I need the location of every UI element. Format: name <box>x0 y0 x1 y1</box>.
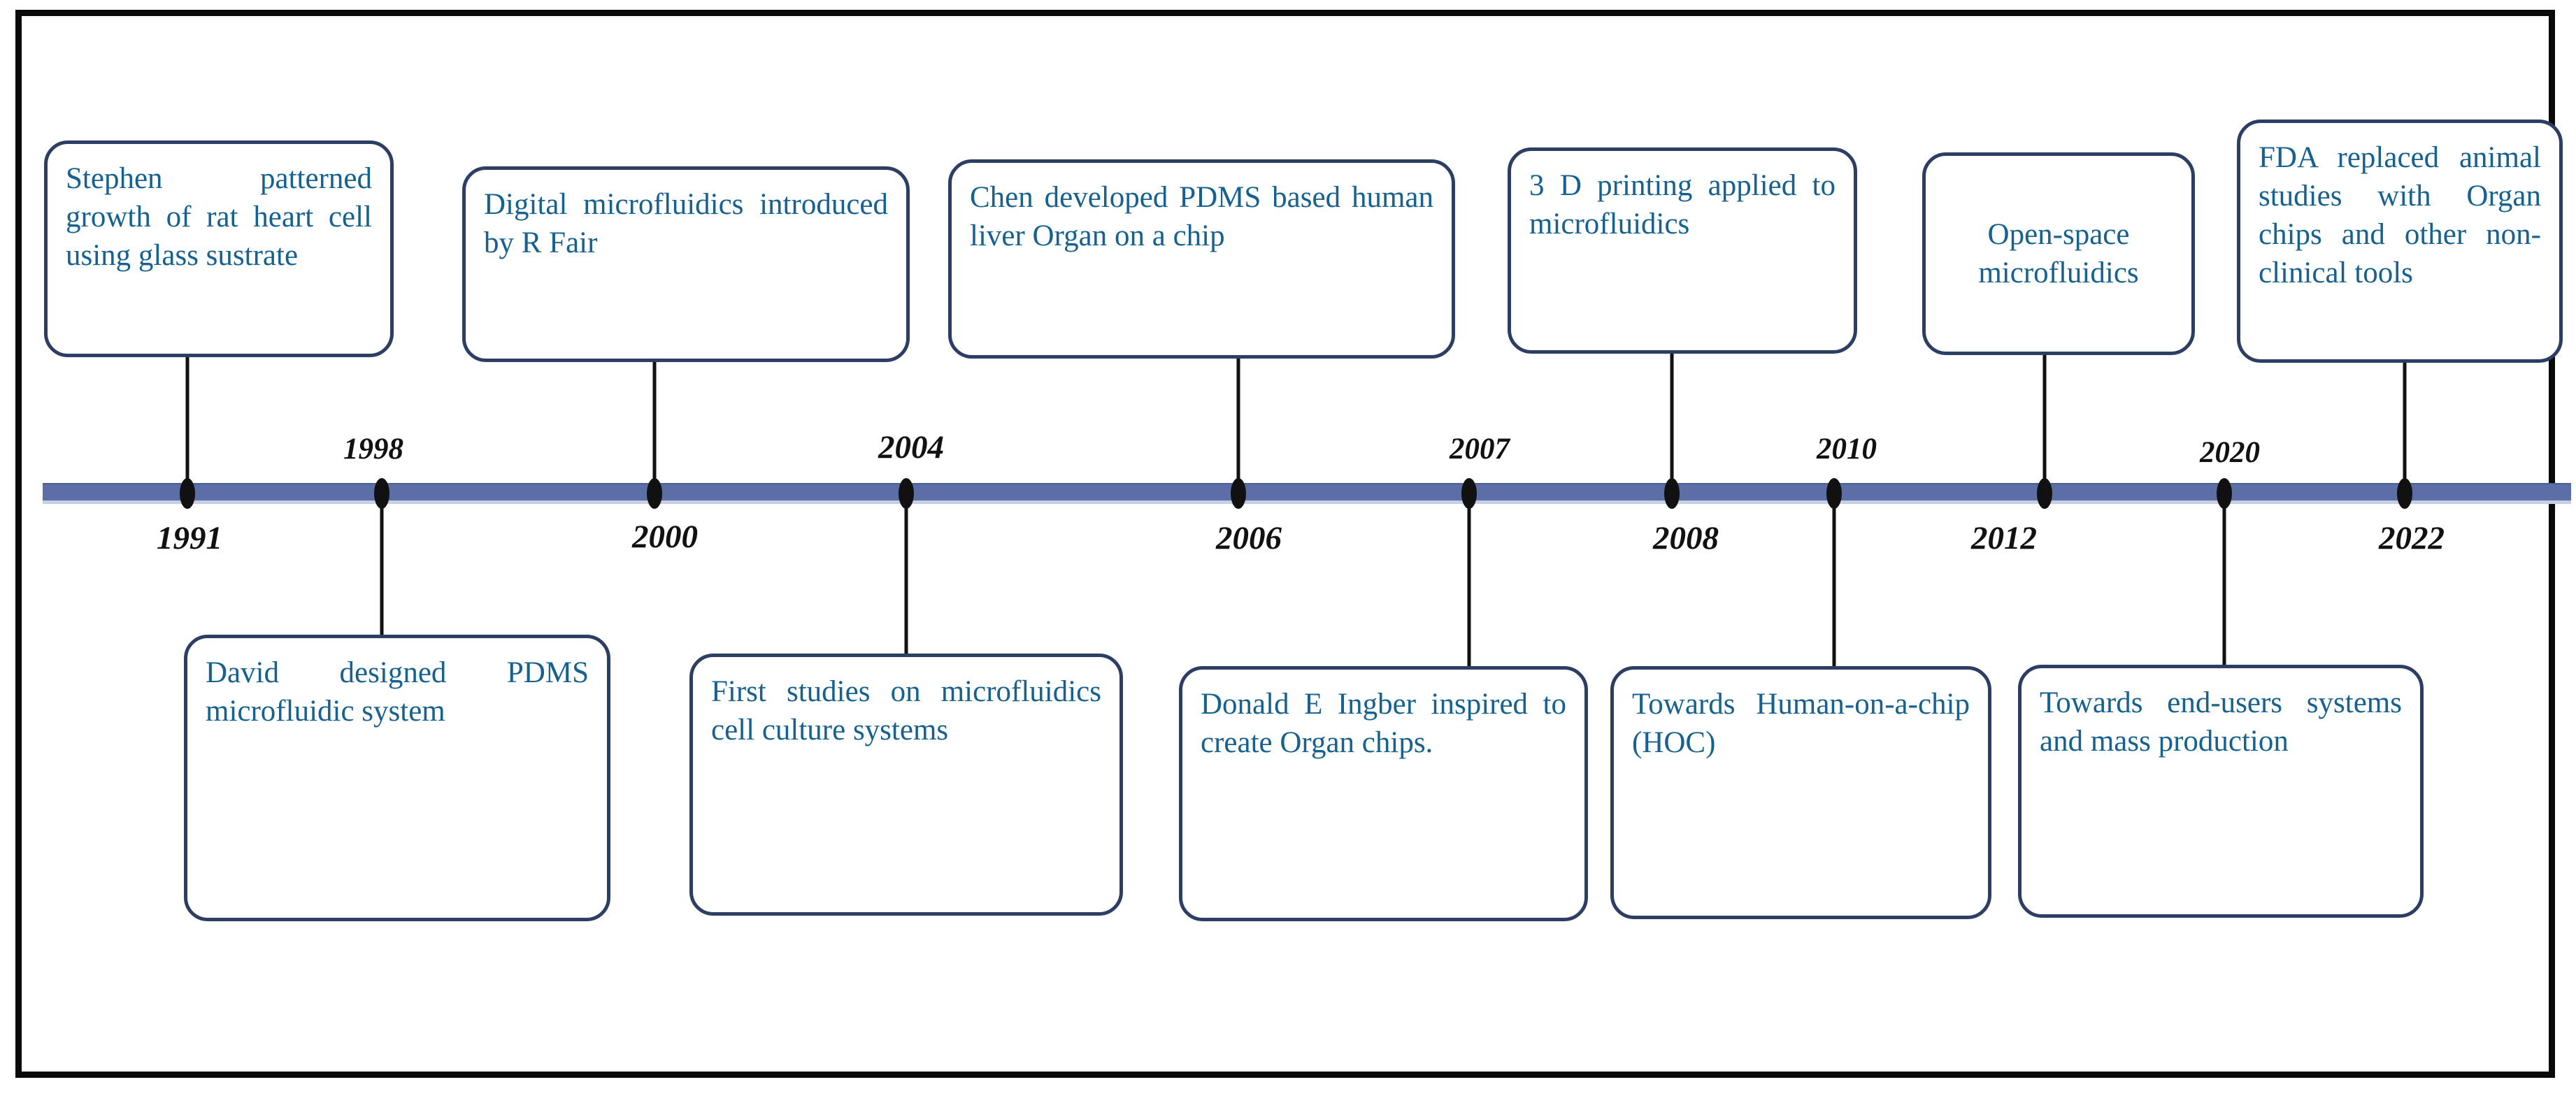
year-label-2006: 2006 <box>1216 520 1282 556</box>
event-box-2012: Open-space microfluidics <box>1922 152 2195 355</box>
year-label-1991: 1991 <box>157 520 222 556</box>
figure-frame: Stephen patterned growth of rat heart ce… <box>15 10 2571 1078</box>
event-box-2008: 3 D printing applied to microfluidics <box>1508 147 1857 354</box>
event-box-2020: Towards end-users systems and mass produ… <box>2018 665 2424 918</box>
event-text-2012: Open-space microfluidics <box>1978 217 2139 289</box>
event-text-2008: 3 D printing applied to microfluidics <box>1529 169 1836 241</box>
event-text-1991: Stephen patterned growth of rat heart ce… <box>66 162 372 273</box>
event-text-2007: Donald E Ingber inspired to create Organ… <box>1201 688 1566 760</box>
year-label-2010: 2010 <box>1817 433 1877 466</box>
event-text-2010: Towards Human-on-a-chip (HOC) <box>1632 688 1970 760</box>
year-label-2012: 2012 <box>1971 520 2037 556</box>
marker-2022 <box>2397 478 2412 509</box>
stem-2010 <box>1832 493 1836 666</box>
year-label-2000: 2000 <box>632 519 698 555</box>
event-text-2006: Chen developed PDMS based human liver Or… <box>970 181 1433 253</box>
marker-2008 <box>1664 478 1680 509</box>
event-box-2007: Donald E Ingber inspired to create Organ… <box>1179 666 1588 921</box>
marker-2004 <box>899 478 914 509</box>
year-label-2008: 2008 <box>1653 520 1719 556</box>
stem-2004 <box>904 493 908 654</box>
event-text-2022: FDA replaced animal studies with Organ c… <box>2259 141 2541 290</box>
event-box-1998: David designed PDMS microfluidic system <box>184 635 610 921</box>
stem-1991 <box>185 357 189 493</box>
event-text-1998: David designed PDMS microfluidic system <box>206 656 589 728</box>
marker-2012 <box>2037 478 2052 509</box>
event-box-2022: FDA replaced animal studies with Organ c… <box>2237 120 2563 363</box>
stem-2020 <box>2222 493 2226 665</box>
event-box-2006: Chen developed PDMS based human liver Or… <box>948 159 1455 359</box>
year-label-2020: 2020 <box>2200 436 2260 469</box>
event-text-2020: Towards end-users systems and mass produ… <box>2040 686 2402 758</box>
event-box-2010: Towards Human-on-a-chip (HOC) <box>1610 666 1991 919</box>
timeline-axis-bar <box>43 483 2571 504</box>
marker-2000 <box>647 478 662 509</box>
year-label-2007: 2007 <box>1450 433 1510 466</box>
stem-1998 <box>380 493 384 635</box>
stem-2006 <box>1236 359 1240 493</box>
year-label-2022: 2022 <box>2379 520 2445 556</box>
marker-1991 <box>180 478 195 509</box>
year-label-2004: 2004 <box>878 429 944 466</box>
marker-2006 <box>1231 478 1246 509</box>
event-box-1991: Stephen patterned growth of rat heart ce… <box>44 140 394 357</box>
year-label-1998: 1998 <box>343 433 403 466</box>
marker-2007 <box>1461 478 1477 509</box>
event-text-2000: Digital microfluidics introduced by R Fa… <box>484 188 888 260</box>
stem-2007 <box>1467 493 1471 666</box>
marker-1998 <box>374 478 389 509</box>
marker-2010 <box>1826 478 1842 509</box>
event-box-2004: First studies on microfluidics cell cult… <box>689 654 1123 916</box>
stem-2012 <box>2042 355 2047 493</box>
stem-2008 <box>1670 354 1674 493</box>
event-text-2004: First studies on microfluidics cell cult… <box>711 675 1101 747</box>
event-box-2000: Digital microfluidics introduced by R Fa… <box>462 166 910 362</box>
stem-2022 <box>2403 363 2407 493</box>
marker-2020 <box>2217 478 2232 509</box>
stem-2000 <box>652 362 657 493</box>
